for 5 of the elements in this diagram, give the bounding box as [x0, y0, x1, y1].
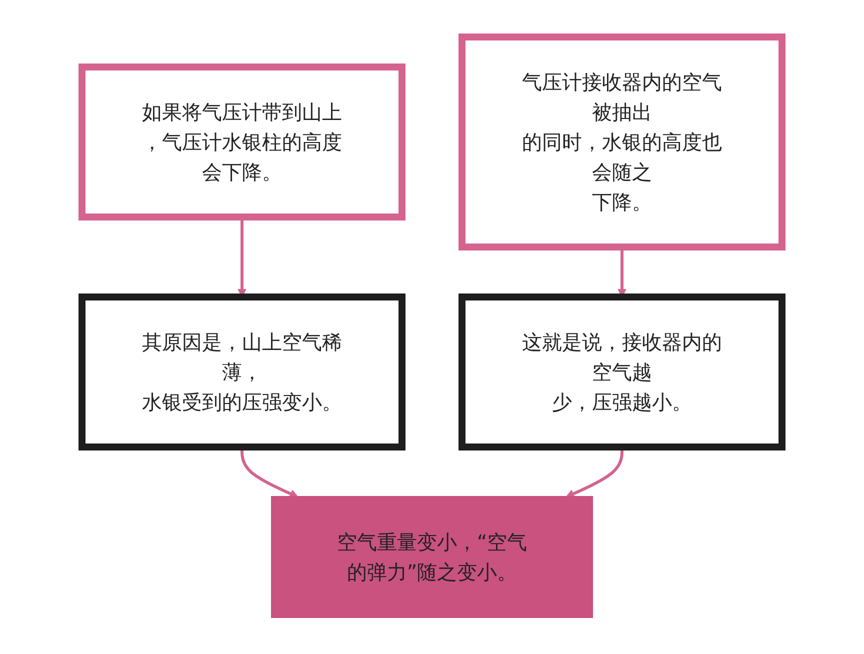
node-box: 空气重量变小，“空气的弹力”随之变小。 — [271, 496, 593, 618]
node-box: 如果将气压计带到山上，气压计水银柱的高度会下降。 — [78, 64, 406, 220]
node-box: 其原因是，山上空气稀薄，水银受到的压强变小。 — [78, 294, 406, 450]
node-box: 这就是说，接收器内的空气越少，压强越小。 — [458, 294, 786, 450]
node-box: 气压计接收器内的空气被抽出的同时，水银的高度也会随之下降。 — [458, 34, 786, 250]
